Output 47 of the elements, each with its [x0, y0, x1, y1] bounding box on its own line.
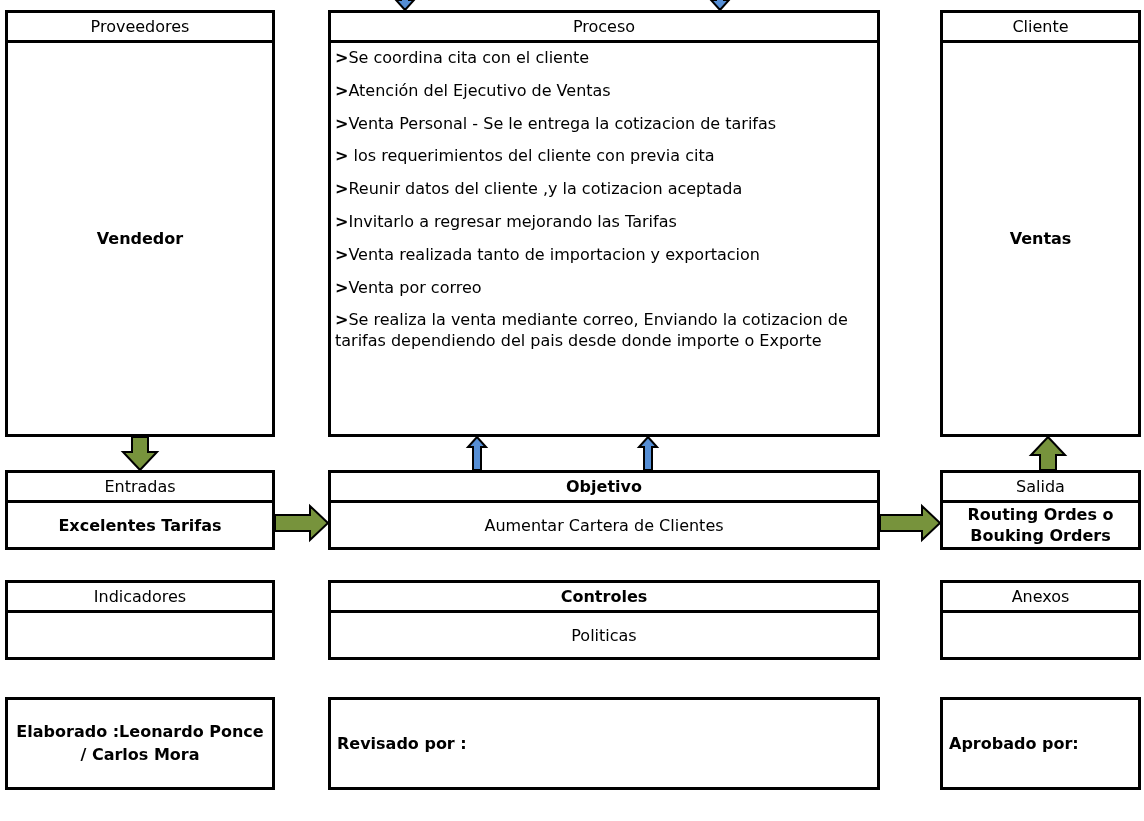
block-arrow — [708, 0, 732, 12]
process-step: >Se realiza la venta mediante correo, Enviando la cotizacion de tarifas dependiendo del pais desde donde importe o Exporte — [335, 310, 873, 352]
panel-header: Objetivo — [331, 473, 877, 503]
panel-text: Routing Ordes o Bouking Orders — [966, 505, 1115, 547]
panel-header: Proveedores — [8, 13, 272, 43]
process-step: > los requerimientos del cliente con previa cita — [335, 146, 873, 168]
panel-header: Cliente — [943, 13, 1138, 43]
panel-box — [328, 697, 880, 790]
panel-text: Vendedor — [96, 229, 184, 248]
panel-header: Proceso — [331, 13, 877, 43]
panel-box — [328, 10, 880, 437]
process-step: >Venta por correo — [335, 277, 873, 299]
panel-header: Entradas — [8, 473, 272, 503]
panel-text: Excelentes Tarifas — [58, 515, 222, 535]
panel-box — [5, 10, 275, 437]
process-step: >Venta Personal - Se le entrega la cotizacion de tarifas — [335, 113, 873, 135]
panel-text: Politicas — [571, 625, 637, 645]
panel-header: Salida — [943, 473, 1138, 503]
block-arrow — [1028, 435, 1068, 471]
process-step: >Venta realizada tanto de importacion y exportacion — [335, 244, 873, 266]
process-step: >Se coordina cita con el cliente — [335, 48, 873, 69]
block-arrow — [879, 503, 942, 543]
panel-box — [940, 10, 1141, 437]
panel-box — [940, 697, 1141, 790]
block-arrow — [274, 503, 330, 543]
block-arrow — [393, 0, 417, 12]
panel-box — [940, 470, 1141, 550]
panel-text: Elaborado :Leonardo Ponce / Carlos Mora — [15, 721, 265, 766]
panel-text: Aprobado por: — [949, 734, 1079, 753]
panel-box — [328, 470, 880, 550]
panel-header: Indicadores — [8, 583, 272, 613]
panel-text: Aumentar Cartera de Clientes — [484, 515, 724, 535]
panel-box — [328, 580, 880, 660]
panel-header: Controles — [331, 583, 877, 613]
panel-header: Anexos — [943, 583, 1138, 613]
panel-text: Revisado por : — [337, 734, 467, 753]
process-step: >Atención del Ejecutivo de Ventas — [335, 80, 873, 102]
block-arrow — [120, 436, 160, 472]
block-arrow — [465, 435, 489, 471]
panel-box — [5, 697, 275, 790]
panel-box — [5, 470, 275, 550]
panel-text: Ventas — [1009, 229, 1072, 248]
block-arrow — [636, 435, 660, 471]
panel-box — [5, 580, 275, 660]
process-step: >Invitarlo a regresar mejorando las Tarifas — [335, 212, 873, 233]
panel-box — [940, 580, 1141, 660]
process-step: >Reunir datos del cliente ,y la cotizacion aceptada — [335, 179, 873, 200]
